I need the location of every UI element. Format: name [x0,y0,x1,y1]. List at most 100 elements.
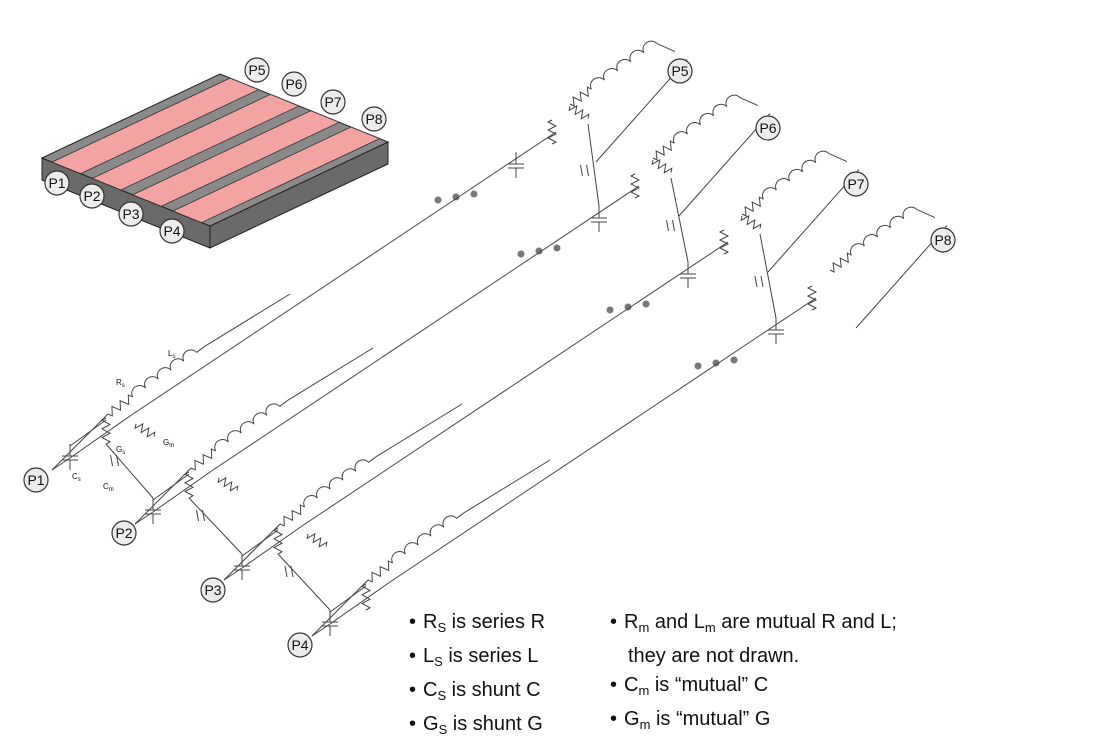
port-p1-board: P1 [44,170,70,196]
line1-ls-tail [196,346,205,353]
line2-mid-wire [287,347,374,401]
coupling-2-3-cm-2-plate-b [672,219,675,232]
coupling-3-4-cm-1-plate-b [290,565,294,578]
line1-rs-1 [107,394,133,417]
coupling-1-2-cm-2-plate-b [586,164,589,177]
port-badge-p7 [843,171,869,197]
line3-gs-2 [718,229,730,255]
port-label-p7: P7 [324,94,341,110]
conductor-strip-1 [51,77,260,175]
legend-item-rm-lm: •Rm and Lm are mutual R and L; [610,611,897,635]
port-p7: P7 [843,171,869,197]
port-p3: P3 [200,577,226,603]
coupling-2-3-bus-1 [188,497,243,555]
line4-ls-tail [456,512,465,519]
line3-ellipsis-dot-2 [624,303,632,311]
coupling-3-4-cm-2-plate-a [754,275,758,288]
line1-ref-wire-2 [69,415,131,459]
line1-ref-wire [51,457,71,471]
line2-gs-1 [183,471,195,499]
line4-mid-wire [464,459,551,513]
line4-ref-wire-2 [329,581,391,625]
line3-ls-1 [303,459,369,508]
equivalent-circuit [51,40,948,637]
line3-ref-wire [223,567,243,581]
line1-gs-1 [100,417,112,445]
line4-output-wire [916,209,936,219]
line1-shunt-bus [69,419,107,447]
line2-rs-1 [190,448,216,471]
line4-rs-1 [367,560,393,583]
coupling-1-2-cm-1-plate-a [110,454,113,467]
port-label-p8: P8 [934,232,951,248]
coupling-3-4-bus-2 [759,233,777,319]
legend-item-gm: •Gm is “mutual” G [610,708,771,732]
port-p3-board: P3 [118,201,144,227]
line4-shunt-bus [329,585,367,613]
line4-ellipsis-dot-2 [712,359,720,367]
coupling-2-3-gm-1 [217,476,239,492]
conductor-strip-2 [91,93,300,191]
coupling-3-4-gm-2 [740,214,762,230]
line2-ls-tail [279,400,288,407]
coupling-1-2-bus-2 [587,123,600,207]
line2-input-wire [134,467,192,525]
port-label-p1: P1 [48,175,65,191]
port-p8-board: P8 [361,106,387,132]
line2-ref-wire-2 [152,469,214,513]
legend-item-cm: •Cm is “mutual” C [610,674,769,698]
line3-ls-tail [368,456,377,463]
port-p6-board: P6 [281,71,307,97]
line4-input-wire [311,579,369,637]
line1-ground-rail [129,131,557,417]
port-label-p4: P4 [163,223,180,239]
port-p2-board: P2 [79,183,105,209]
component-labels: Rs Ls Gs Gm Cs Cm [72,349,175,493]
line2-ref-wire [134,511,154,525]
coupling-1-2-gm-1 [134,422,156,438]
coupling-3-4-cm-1 [284,565,294,578]
line2-ls-1 [214,403,280,452]
port-label-p6: P6 [285,76,302,92]
port-p4-board: P4 [159,218,185,244]
port-badge-p2 [111,520,137,546]
line4-rs-2 [829,252,852,273]
conductor-strip-3 [131,110,341,207]
conductor-strip-4 [172,126,381,224]
line1-mid-wire [204,293,291,347]
port-p5-board: P5 [244,57,270,83]
port-p1: P1 [23,467,49,493]
line1-ellipsis-dot-3 [470,190,478,198]
port-badge-p1 [23,467,49,493]
port-badge-p5 [244,57,270,83]
port-badge-p2 [79,183,105,209]
port-p7-board: P7 [320,89,346,115]
legend-right: •Rm and Lm are mutual R and L; they are … [610,608,897,739]
label-rs: Rs [116,378,125,389]
line2-output-wire [739,97,759,107]
coupling-2-3-cm-2-plate-a [666,219,669,232]
label-ls: Ls [168,349,175,360]
line1-gs-2 [546,119,558,145]
port-label-p2: P2 [83,188,100,204]
port-badge-p4 [159,218,185,244]
line4-gs-1 [360,583,372,611]
port-badge-p8 [361,106,387,132]
line4-ellipsis-dot-3 [730,356,738,364]
line4-ls-1 [391,515,457,564]
port-badge-p7 [320,89,346,115]
legend-item-rs: •RS is series R [409,611,546,635]
port-badge-p4 [287,632,313,658]
line1-ellipsis-dot-1 [434,196,442,204]
line4-ref-wire [311,623,331,637]
line3-ls-2 [762,150,830,200]
coupling-1-2-bus-1 [105,443,154,499]
coupling-2-3-cm-1 [196,509,205,522]
line3-ground-rail [301,241,729,527]
port-badge-p3 [200,577,226,603]
port-label-p2: P2 [115,525,132,541]
coupling-3-4-cm-1-plate-a [284,565,288,578]
port-p4: P4 [287,632,313,658]
port-p2: P2 [111,520,137,546]
